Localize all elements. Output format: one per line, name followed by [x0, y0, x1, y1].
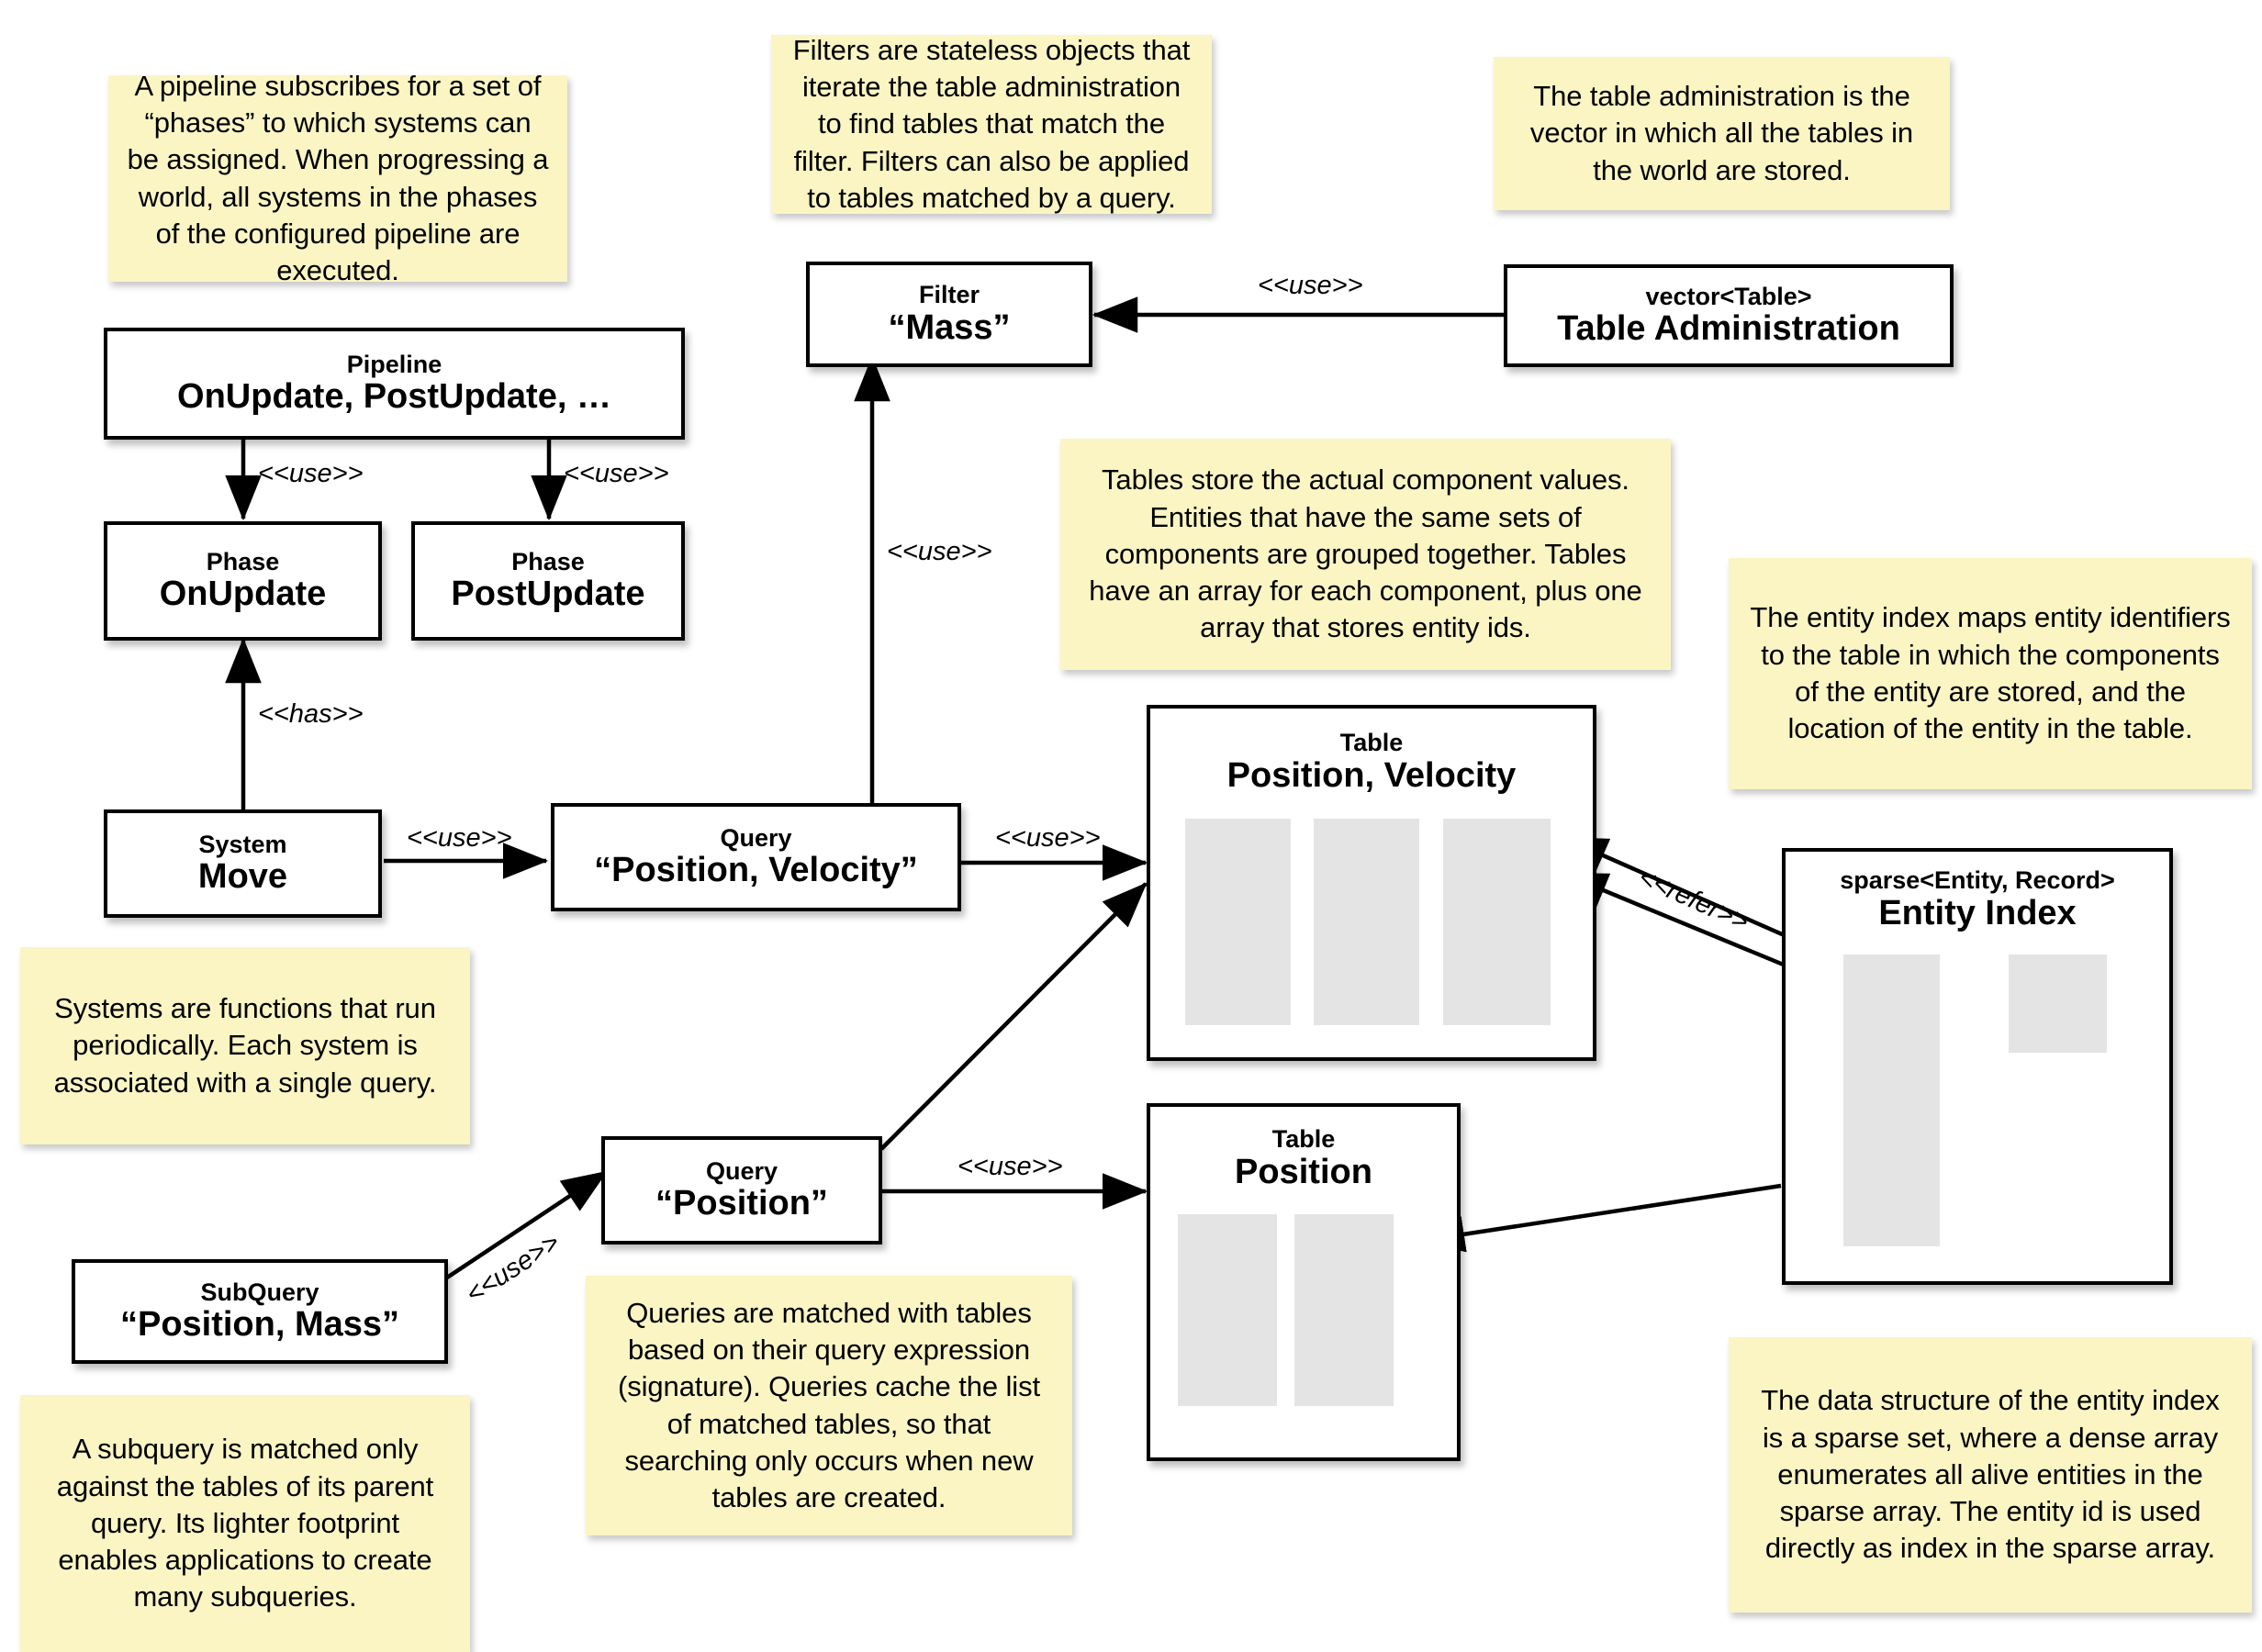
edge-queryp-tablepv: [879, 882, 1148, 1151]
box-entity-index[interactable]: sparse<Entity, Record> Entity Index: [1782, 848, 2173, 1285]
box-filter-mass[interactable]: Filter “Mass”: [806, 262, 1092, 367]
box-pipeline[interactable]: Pipeline OnUpdate, PostUpdate, …: [104, 328, 685, 440]
entity-index-header: sparse<Entity, Record> Entity Index: [1786, 866, 2169, 933]
note-tables-text: Tables store the actual component values…: [1089, 463, 1642, 644]
box-system-move[interactable]: System Move: [104, 809, 382, 918]
label-query-uses-filter: <<use>>: [887, 537, 992, 566]
box-phase-postupdate[interactable]: Phase PostUpdate: [411, 521, 685, 641]
label-system-has-phase: <<has>>: [258, 699, 364, 729]
edge-entityindex-tablep: [1418, 1183, 1782, 1253]
note-tables: Tables store the actual component values…: [1060, 439, 1671, 670]
box-query-p-title: “Position”: [655, 1184, 828, 1223]
box-phase-onupdate[interactable]: Phase OnUpdate: [104, 521, 382, 641]
table-pv-stereotype: Table: [1339, 729, 1404, 756]
label-tableadmin-uses-filter: <<use>>: [1258, 271, 1363, 300]
box-subquery-stereotype: SubQuery: [200, 1278, 319, 1306]
table-p-header: Table Position: [1150, 1125, 1457, 1192]
box-table-position[interactable]: Table Position: [1147, 1103, 1461, 1461]
box-phase-onupdate-title: OnUpdate: [159, 575, 327, 614]
box-table-position-velocity[interactable]: Table Position, Velocity: [1147, 705, 1596, 1061]
note-systems-text: Systems are functions that run periodica…: [53, 992, 437, 1099]
label-pipeline-onupdate: <<use>>: [258, 459, 364, 488]
table-p-title: Position: [1235, 1153, 1372, 1192]
box-phase-onupdate-stereotype: Phase: [206, 547, 280, 575]
label-queryp-uses-tablep: <<use>>: [957, 1152, 1063, 1181]
box-pipeline-stereotype: Pipeline: [346, 350, 442, 378]
box-pipeline-title: OnUpdate, PostUpdate, …: [177, 377, 611, 417]
box-query-position[interactable]: Query “Position”: [601, 1136, 882, 1245]
note-filter: Filters are stateless objects that itera…: [771, 33, 1212, 214]
note-pipeline-text: A pipeline subscribes for a set of “phas…: [127, 69, 549, 287]
box-system-move-stereotype: System: [198, 830, 287, 858]
entity-index-stereotype: sparse<Entity, Record>: [1840, 866, 2115, 894]
box-subquery-position-mass[interactable]: SubQuery “Position, Mass”: [72, 1259, 448, 1364]
box-query-p-stereotype: Query: [705, 1156, 778, 1185]
note-subquery: A subquery is matched only against the t…: [20, 1395, 470, 1652]
note-entity-index: The entity index maps entity identifiers…: [1729, 558, 2252, 789]
label-system-uses-query: <<use>>: [407, 823, 512, 853]
box-table-admin-stereotype: vector<Table>: [1645, 282, 1812, 310]
box-query-pv-title: “Position, Velocity”: [594, 851, 918, 890]
table-pv-header: Table Position, Velocity: [1150, 729, 1593, 796]
box-phase-postupdate-stereotype: Phase: [511, 547, 585, 575]
entity-index-title: Entity Index: [1878, 894, 2077, 933]
note-queries-text: Queries are matched with tables based on…: [618, 1296, 1040, 1514]
note-sparse-set-text: The data structure of the entity index i…: [1761, 1384, 2220, 1565]
box-phase-postupdate-title: PostUpdate: [451, 575, 645, 614]
note-sparse-set: The data structure of the entity index i…: [1729, 1337, 2252, 1613]
box-table-administration[interactable]: vector<Table> Table Administration: [1504, 264, 1954, 367]
table-p-column-2: [1294, 1214, 1394, 1406]
table-pv-column-3: [1443, 819, 1551, 1025]
label-pipeline-postupdate: <<use>>: [564, 459, 669, 488]
table-p-column-1: [1178, 1214, 1277, 1406]
box-filter-stereotype: Filter: [918, 281, 980, 309]
box-table-admin-title: Table Administration: [1557, 309, 1900, 349]
box-system-move-title: Move: [197, 857, 288, 897]
box-filter-title: “Mass”: [888, 307, 1011, 347]
note-pipeline: A pipeline subscribes for a set of “phas…: [108, 70, 567, 286]
note-subquery-text: A subquery is matched only against the t…: [56, 1433, 434, 1613]
note-filter-text: Filters are stateless objects that itera…: [792, 33, 1191, 214]
table-p-stereotype: Table: [1271, 1125, 1336, 1153]
table-pv-title: Position, Velocity: [1226, 756, 1517, 796]
note-entity-index-text: The entity index maps entity identifiers…: [1750, 601, 2231, 745]
label-entityindex-refers-table: <<refer>>: [1633, 863, 1753, 938]
table-pv-column-1: [1185, 819, 1291, 1025]
note-table-admin: The table administration is the vector i…: [1494, 57, 1950, 210]
label-querypv-uses-tablepv: <<use>>: [995, 823, 1101, 853]
table-pv-column-2: [1314, 819, 1419, 1025]
note-systems: Systems are functions that run periodica…: [20, 947, 470, 1144]
label-subquery-uses-query: <<use>>: [461, 1227, 566, 1310]
box-subquery-title: “Position, Mass”: [119, 1305, 400, 1345]
entity-index-dense-array: [2009, 954, 2107, 1053]
box-query-pv-stereotype: Query: [720, 823, 792, 852]
note-queries: Queries are matched with tables based on…: [586, 1276, 1072, 1535]
note-table-admin-text: The table administration is the vector i…: [1529, 80, 1914, 186]
box-query-position-velocity[interactable]: Query “Position, Velocity”: [551, 803, 961, 911]
entity-index-sparse-array: [1843, 954, 1940, 1246]
